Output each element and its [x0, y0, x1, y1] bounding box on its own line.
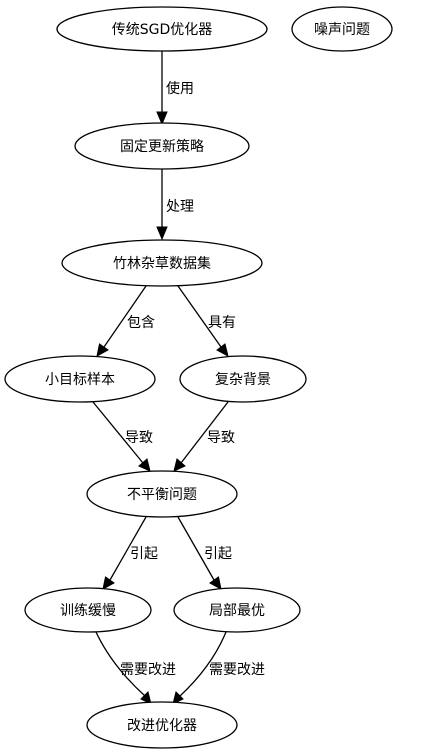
node-imbalance: 不平衡问题	[86, 470, 238, 518]
node-label-sgd: 传统SGD优化器	[112, 22, 213, 38]
edge-imbalance-local: 引起	[177, 516, 232, 590]
node-label-local: 局部最优	[209, 603, 265, 619]
node-label-slow: 训练缓慢	[60, 602, 116, 619]
node-label-fixed: 固定更新策略	[120, 138, 204, 155]
edge-sgd-fixed: 使用	[156, 51, 194, 126]
node-small: 小目标样本	[4, 355, 156, 403]
node-background: 复杂背景	[179, 355, 307, 403]
node-slow: 训练缓慢	[24, 587, 152, 633]
edge-dataset-background: 具有	[177, 285, 236, 357]
edge-dataset-small: 包含	[96, 285, 155, 357]
edge-label-fixed-dataset: 处理	[166, 199, 194, 215]
edge-fixed-dataset: 处理	[156, 169, 194, 241]
edge-label-small-imbalance: 导致	[125, 430, 153, 446]
node-fixed: 固定更新策略	[74, 122, 250, 170]
edge-label-sgd-fixed: 使用	[166, 80, 194, 97]
edge-local-improve: 需要改进	[172, 631, 265, 705]
edge-background-imbalance: 导致	[173, 401, 235, 472]
node-label-small: 小目标样本	[45, 372, 115, 388]
edge-slow-improve: 需要改进	[95, 631, 176, 705]
edge-label-imbalance-local: 引起	[204, 546, 232, 562]
node-label-dataset: 竹林杂草数据集	[113, 255, 211, 272]
node-label-background: 复杂背景	[215, 371, 271, 388]
edge-label-dataset-background: 具有	[208, 315, 236, 331]
edge-label-dataset-small: 包含	[127, 315, 155, 331]
node-dataset: 竹林杂草数据集	[61, 239, 263, 287]
edge-label-background-imbalance: 导致	[207, 430, 235, 446]
node-label-improve: 改进优化器	[127, 718, 197, 734]
edge-label-imbalance-slow: 引起	[130, 546, 158, 562]
edge-label-local-improve: 需要改进	[209, 662, 265, 678]
node-improve: 改进优化器	[86, 701, 238, 749]
edge-label-slow-improve: 需要改进	[120, 662, 176, 678]
node-local: 局部最优	[173, 587, 301, 633]
node-sgd: 传统SGD优化器	[56, 6, 268, 52]
node-noise: 噪声问题	[291, 6, 393, 52]
edge-imbalance-slow: 引起	[102, 516, 158, 590]
node-label-imbalance: 不平衡问题	[127, 487, 197, 503]
node-label-noise: 噪声问题	[314, 22, 370, 38]
edge-small-imbalance: 导致	[92, 401, 153, 472]
